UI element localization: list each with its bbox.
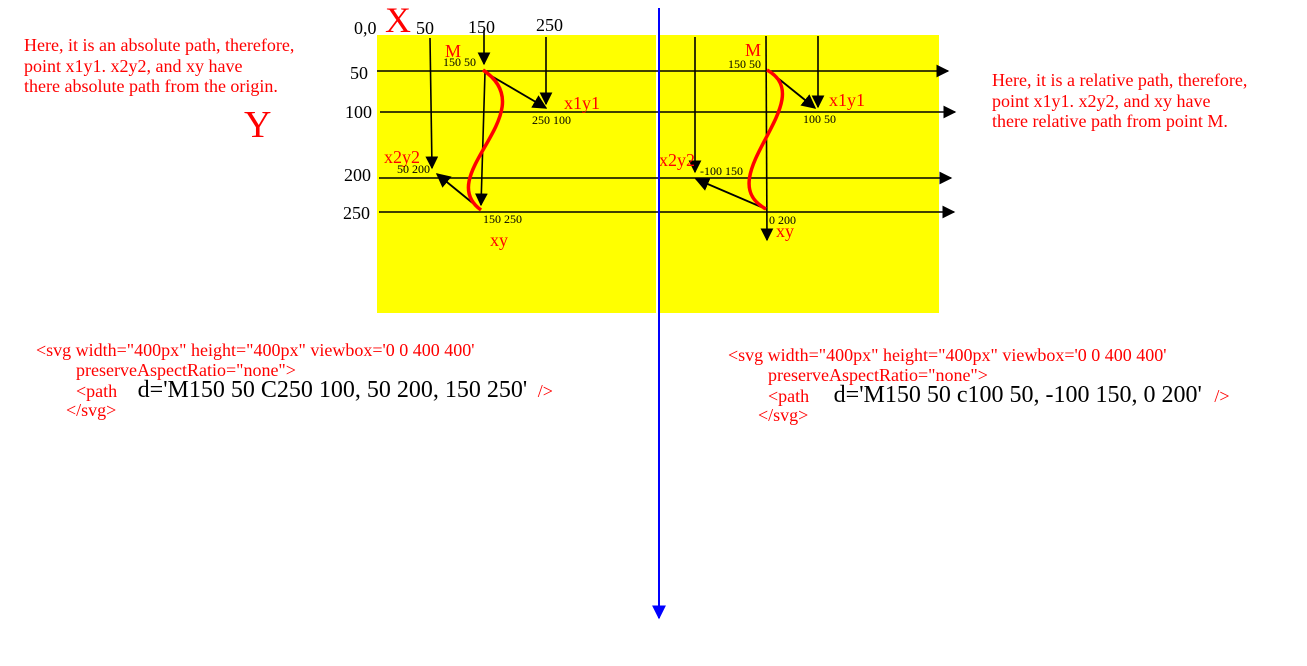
right-x2y2-label: x2y2	[659, 150, 695, 170]
x-tick-50: 50	[416, 18, 434, 38]
right-m-coord: 150 50	[728, 57, 761, 71]
left-handle-m-to-x1y1	[487, 73, 548, 109]
right-note: Here, it is a relative path, therefore, …	[992, 70, 1247, 132]
left-x2y2-label: x2y2	[384, 147, 420, 167]
right-x1y1-label: x1y1	[829, 90, 865, 110]
left-note-line: Here, it is an absolute path, therefore,	[24, 35, 295, 55]
right-code-path-tag: <path	[768, 386, 810, 406]
left-x2y2-coord: 50 200	[397, 162, 430, 176]
right-xy-label: xy	[776, 221, 794, 241]
x-tick-250: 250	[536, 15, 563, 35]
x-tick-150: 150	[468, 17, 495, 37]
right-bezier-curve	[747, 68, 784, 211]
y-tick-200: 200	[344, 165, 371, 185]
left-code-line-2: preserveAspectRatio="none">	[76, 360, 296, 380]
y-tick-50: 50	[350, 63, 368, 83]
right-note-line: Here, it is a relative path, therefore,	[992, 70, 1248, 90]
left-note-line: there absolute path from the origin.	[24, 76, 278, 96]
right-code-line-4: </svg>	[758, 405, 809, 425]
right-code-line-1: <svg width="400px" height="400px" viewbo…	[728, 345, 1167, 365]
right-code-line-3: <path d='M150 50 c100 50, -100 150, 0 20…	[768, 382, 1230, 408]
left-code-line-4: </svg>	[66, 400, 117, 420]
left-code-close: />	[537, 381, 553, 401]
left-note-line: point x1y1. x2y2, and xy have	[24, 55, 243, 76]
left-code-line-3: <path d='M150 50 C250 100, 50 200, 150 2…	[76, 377, 553, 403]
left-note: Here, it is an absolute path, therefore,…	[24, 35, 294, 97]
y-axis-letter: Y	[244, 104, 272, 146]
right-note-line: point x1y1. x2y2, and xy have	[992, 90, 1211, 111]
left-m-label: M	[445, 41, 461, 61]
right-code-close: />	[1214, 386, 1230, 406]
left-x1y1-coord: 250 100	[532, 113, 571, 127]
y-tick-100: 100	[345, 102, 372, 122]
left-code-line-1: <svg width="400px" height="400px" viewbo…	[36, 340, 475, 360]
left-code-path-tag: <path	[76, 381, 118, 401]
left-m-coord: 150 50	[443, 55, 476, 69]
left-xy-label: xy	[490, 230, 508, 250]
right-code-d-attribute: d='M150 50 c100 50, -100 150, 0 200'	[833, 382, 1202, 408]
right-panel-background	[660, 35, 939, 313]
right-x1y1-coord: 100 50	[803, 112, 836, 126]
x-axis-letter: X	[385, 0, 411, 40]
left-xy-coord: 150 250	[483, 212, 522, 226]
left-arrow-x150-long	[474, 71, 488, 207]
right-x2y2-coord: -100 150	[700, 164, 743, 178]
left-x1y1-label: x1y1	[564, 93, 600, 113]
y-tick-250: 250	[343, 203, 370, 223]
left-panel-background	[377, 35, 656, 313]
right-xy-coord: 0 200	[769, 213, 796, 227]
right-handle-xy-to-x2y2	[694, 177, 767, 210]
left-bezier-curve	[466, 68, 505, 212]
origin-label: 0,0	[354, 18, 377, 38]
left-code-d-attribute: d='M150 50 C250 100, 50 200, 150 250'	[137, 377, 528, 403]
right-code-line-2: preserveAspectRatio="none">	[768, 365, 988, 385]
right-note-line: there relative path from point M.	[992, 111, 1228, 131]
left-arrow-x50-down	[425, 37, 439, 170]
right-m-label: M	[745, 40, 761, 60]
